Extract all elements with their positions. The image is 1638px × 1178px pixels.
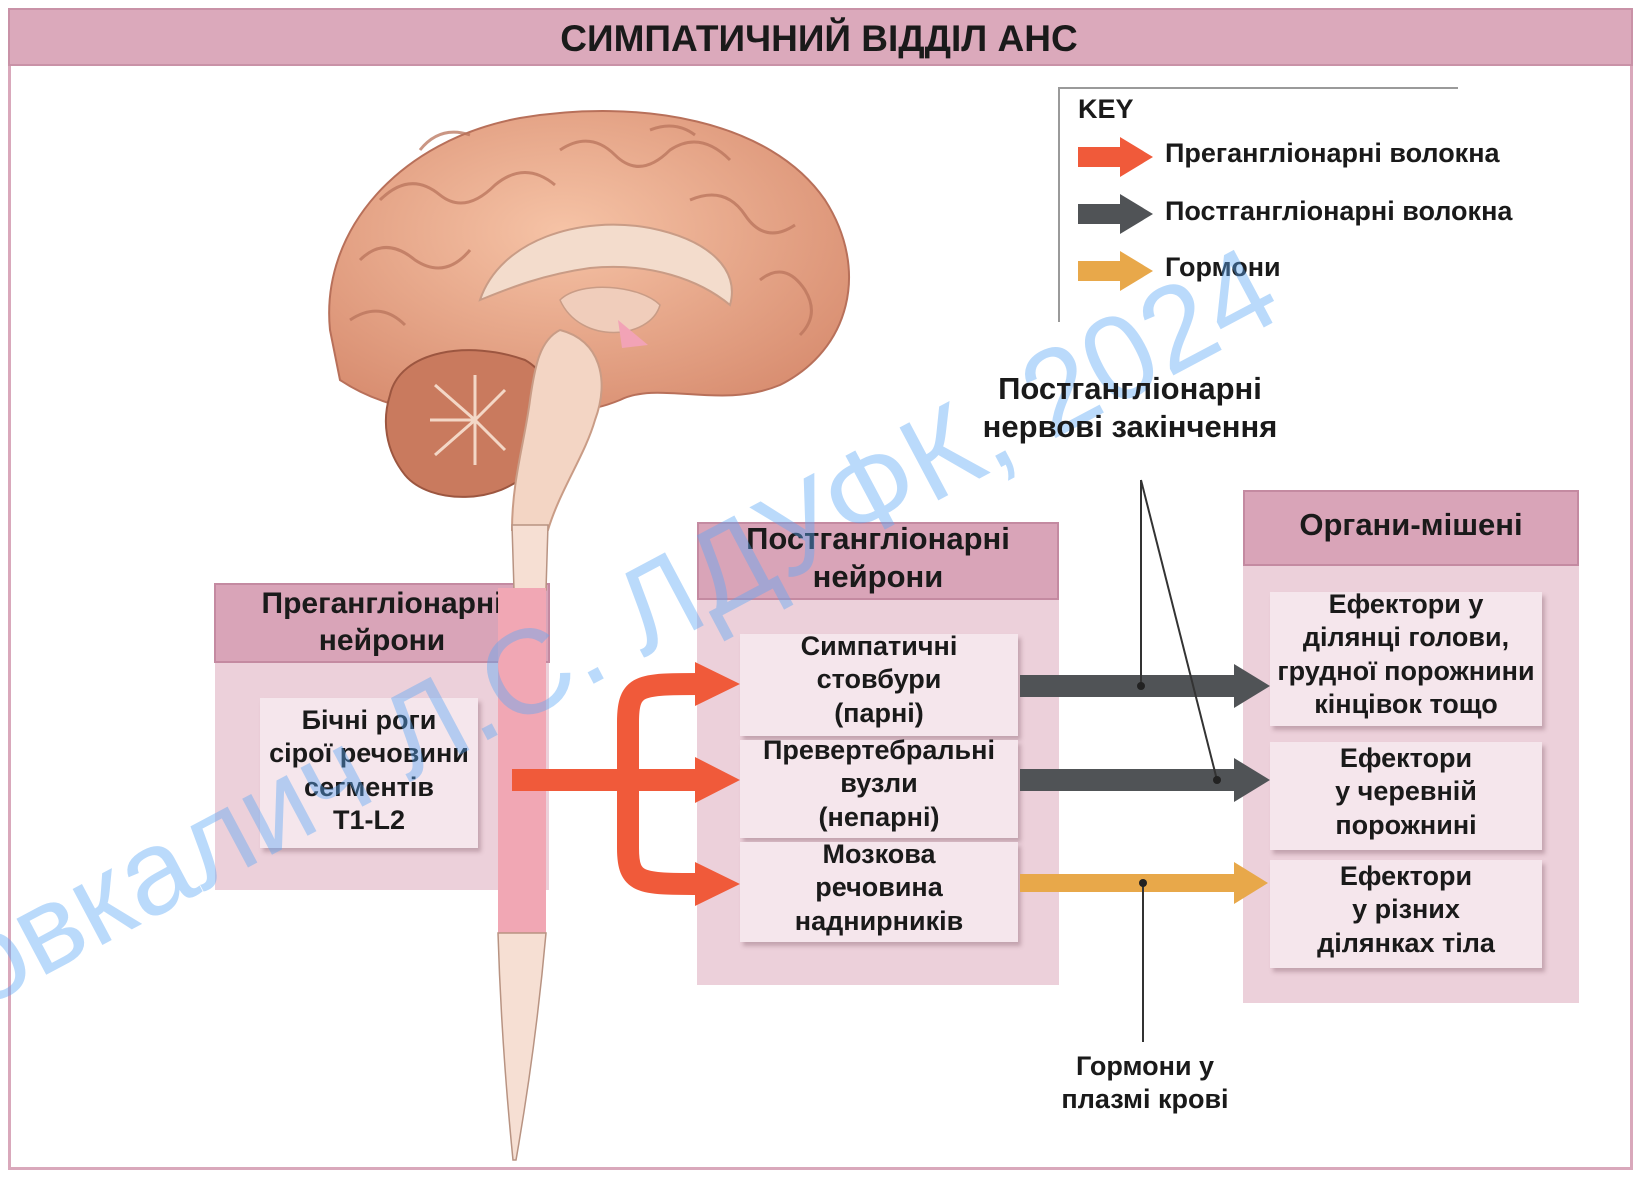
key-arrow-postganglionic-head <box>1120 194 1153 234</box>
endings-dot-2 <box>1213 776 1221 784</box>
plasma-hormones-label: Гормони у плазмі крові <box>1000 1050 1290 1117</box>
postganglionic-arrowhead-2 <box>1234 758 1270 802</box>
arrowhead-to-adrenal <box>695 862 740 906</box>
key-arrow-postganglionic-shaft <box>1078 204 1124 224</box>
plasma-dot <box>1139 879 1147 887</box>
spinal-cord-upper <box>512 525 548 590</box>
arrowhead-to-prevertebral <box>695 757 740 803</box>
endings-leader-2 <box>1141 480 1217 780</box>
hormone-arrowhead <box>1234 862 1268 904</box>
spinal-cord-lower <box>498 933 546 1160</box>
postganglionic-arrow-shaft-1 <box>1020 675 1238 697</box>
plasma-label-line: Гормони у <box>1000 1050 1290 1083</box>
key-arrow-hormones-shaft <box>1078 261 1124 281</box>
endings-label-line: нервові закінчення <box>920 408 1340 446</box>
postganglionic-arrowhead-1 <box>1234 664 1270 708</box>
key-arrows <box>1078 137 1153 291</box>
preganglionic-arrowheads <box>695 662 740 906</box>
plasma-label-line: плазмі крові <box>1000 1083 1290 1116</box>
key-arrow-preganglionic-shaft <box>1078 147 1124 167</box>
endings-label-line: Постгангліонарні <box>920 370 1340 408</box>
hormone-arrow-shaft <box>1020 874 1238 892</box>
annotation-leaders <box>1141 480 1217 1042</box>
endings-dot-1 <box>1137 682 1145 690</box>
key-arrow-preganglionic-head <box>1120 137 1153 177</box>
arrowhead-to-sympathetic-trunk <box>695 662 740 706</box>
postganglionic-arrow-shaft-2 <box>1020 769 1238 791</box>
postganglionic-arrows <box>1020 664 1270 802</box>
postganglionic-endings-label: Постгангліонарні нервові закінчення <box>920 370 1340 447</box>
